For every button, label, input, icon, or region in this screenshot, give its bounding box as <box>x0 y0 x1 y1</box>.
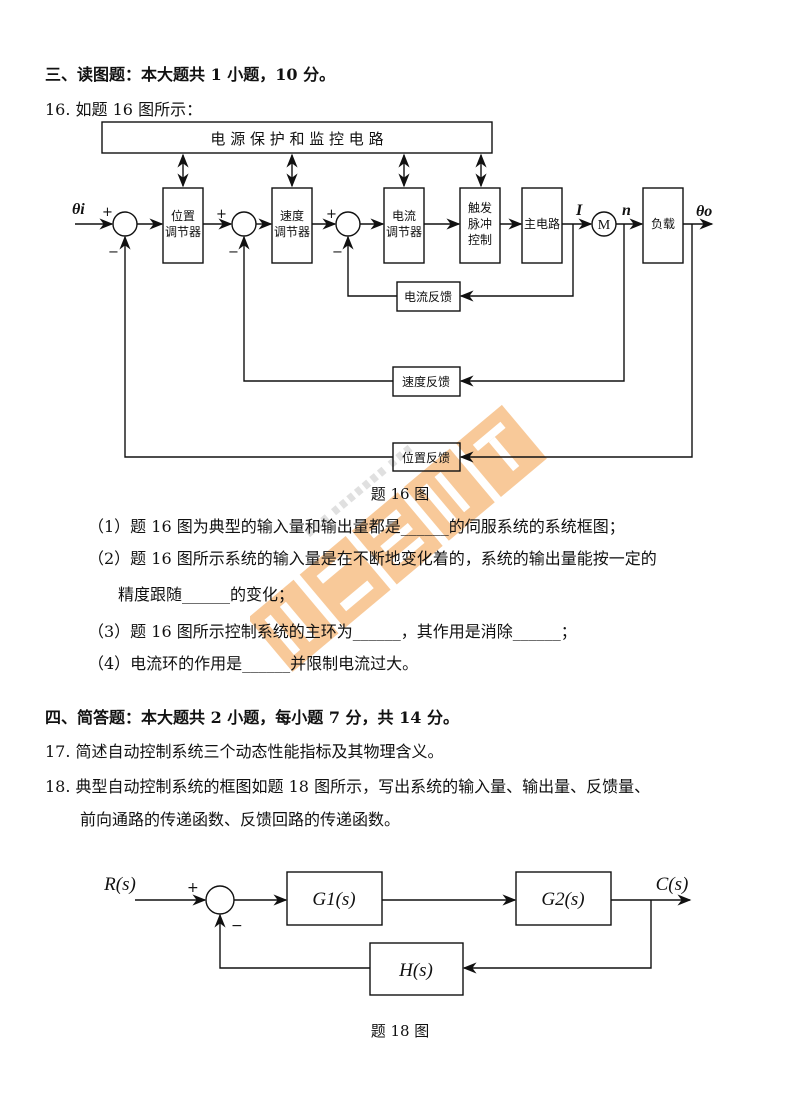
minus-sign: − <box>108 245 119 260</box>
minus-sign: − <box>332 245 343 260</box>
g2-block <box>515 871 612 926</box>
summing-junction <box>205 885 235 915</box>
h-label: H(s) <box>398 960 433 981</box>
g1-block <box>286 871 383 926</box>
feedback-label: 速度反馈 <box>402 374 450 389</box>
q16-item-2: （2）题 16 图所示系统的输入量是在不断地变化着的，系统的输出量能按一定的 <box>88 549 657 568</box>
block-label: 位置 <box>171 208 195 223</box>
plus-sign: + <box>326 207 337 222</box>
plus-sign: + <box>187 880 199 896</box>
block-label: 负载 <box>651 217 675 231</box>
g2-label: G2(s) <box>541 889 584 910</box>
question-18-line-1: 18. 典型自动控制系统的框图如题 18 图所示，写出系统的输入量、输出量、反馈… <box>45 777 651 796</box>
block-label: 触发 <box>468 200 492 215</box>
feedback-label: 位置反馈 <box>402 450 450 465</box>
question-16-stem: 16. 如题 16 图所示： <box>45 100 203 119</box>
block-label: 调节器 <box>165 225 201 239</box>
output-theta-o: θo <box>696 203 712 220</box>
figure-16-caption: 题 16 图 <box>371 485 430 503</box>
block-label: 主电路 <box>524 216 560 231</box>
minus-sign: − <box>231 918 243 934</box>
motor-label: M <box>598 218 611 233</box>
summing-junction-3 <box>335 211 361 237</box>
block-label: 调节器 <box>386 225 422 239</box>
q16-item-4: （4）电流环的作用是______并限制电流过大。 <box>88 654 419 673</box>
q16-item-2-cont: 精度跟随______的变化； <box>118 585 295 604</box>
block-label: 控制 <box>468 233 492 247</box>
q16-item-3: （3）题 16 图所示控制系统的主环为______，其作用是消除______； <box>88 622 577 641</box>
question-18-line-2: 前向通路的传递函数、反馈回路的传递函数。 <box>80 810 401 829</box>
minus-sign: − <box>228 245 239 260</box>
q16-item-1: （1）题 16 图为典型的输入量和输出量都是______的伺服系统的系统框图； <box>88 517 625 536</box>
power-protection-box <box>101 121 493 154</box>
input-R-label: R(s) <box>103 874 136 895</box>
section-4-heading: 四、简答题：本大题共 2 小题，每小题 7 分，共 14 分。 <box>45 708 459 727</box>
power-protection-label: 电 源 保 护 和 监 控 电 路 <box>210 130 383 148</box>
block-label: 脉冲 <box>468 216 492 231</box>
speed-n-label: n <box>622 202 631 219</box>
g1-label: G1(s) <box>312 889 355 910</box>
summing-junction-2 <box>231 211 257 237</box>
plus-sign: + <box>102 205 113 220</box>
input-theta-i: θi <box>72 201 85 218</box>
block-label: 电流 <box>392 209 416 223</box>
summing-junction-1 <box>112 211 138 237</box>
block-label: 速度 <box>280 208 304 223</box>
plus-sign: + <box>216 207 227 222</box>
feedback-label: 电流反馈 <box>404 290 452 304</box>
block-label: 调节器 <box>274 225 310 239</box>
output-C-label: C(s) <box>656 874 689 895</box>
figure-18-diagram <box>135 871 692 996</box>
section-3-heading: 三、读图题：本大题共 1 小题，10 分。 <box>45 65 336 84</box>
figure-18-caption: 题 18 图 <box>371 1022 430 1040</box>
current-I-label: I <box>575 202 583 219</box>
question-17: 17. 简述自动控制系统三个动态性能指标及其物理含义。 <box>45 742 444 761</box>
